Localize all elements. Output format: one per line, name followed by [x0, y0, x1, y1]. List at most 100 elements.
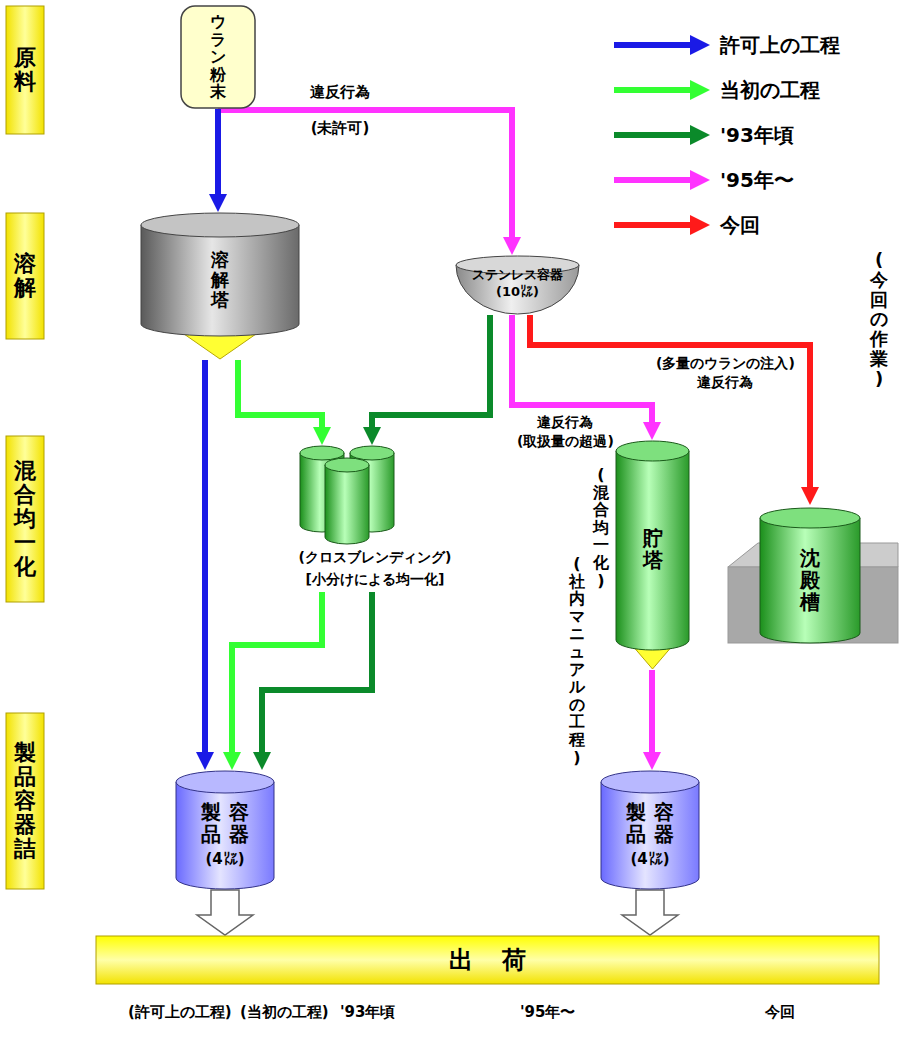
settling-tank: 沈殿槽	[728, 505, 898, 645]
node-outline	[600, 770, 700, 890]
text-stack: 混合均一化	[14, 459, 36, 580]
stage-band: 溶解	[5, 212, 45, 340]
hollow-arrow	[197, 890, 253, 935]
legend-swatch	[612, 212, 712, 238]
legend-text: 今回	[720, 212, 760, 238]
node-label: ステンレス容器 (10㍑)	[472, 267, 563, 301]
connector-line	[649, 670, 655, 758]
stage-band: 製品容器詰	[5, 712, 45, 890]
node-label: 製品容器	[201, 801, 249, 847]
text-stack: 溶解塔	[211, 250, 229, 309]
node-label: 混合均一化	[14, 459, 36, 580]
legend-row: 今回	[612, 212, 760, 238]
tank-top	[616, 441, 689, 461]
band-fill	[6, 713, 44, 889]
swatch-line	[614, 42, 692, 48]
cylinder-body	[325, 465, 369, 544]
node-outline	[175, 770, 275, 890]
connector-line	[512, 315, 652, 428]
column-caption: '95年〜	[520, 1003, 575, 1023]
swatch-head	[690, 215, 710, 235]
text-area: (クロスブレンディング)[小分けによる均一化]	[295, 546, 455, 590]
swatch-line	[614, 177, 692, 183]
swatch-head	[690, 170, 710, 190]
band-fill	[96, 936, 879, 984]
text-area: ステンレス容器 (10㍑)	[461, 261, 574, 307]
node-label: 溶解	[14, 252, 36, 300]
column-caption: '93年頃	[340, 1003, 395, 1023]
text-stack: 溶解	[14, 252, 36, 300]
material-box: ウラン粉末	[180, 5, 256, 109]
process-arrow	[223, 592, 322, 770]
connector-line	[262, 592, 372, 758]
swatch-line	[614, 87, 692, 93]
node-label: 出荷	[420, 944, 554, 976]
text-stack: 製品容器 (4㍑)	[201, 801, 249, 870]
legend-swatch	[612, 122, 712, 148]
violation-label: 違反行為 (取扱量の超過)	[517, 413, 614, 451]
swatch-head	[690, 80, 710, 100]
process-arrow	[197, 890, 253, 935]
cylinder-top	[325, 458, 369, 472]
funnel	[184, 334, 256, 359]
process-arrow	[363, 315, 490, 445]
swatch-head	[690, 125, 710, 145]
violation-label: (多量のウランの注入) 違反行為	[656, 354, 795, 392]
process-arrow	[196, 360, 214, 770]
node-label: (4㍑)	[205, 850, 244, 870]
text-area: 製品容器 (4㍑)	[604, 796, 696, 874]
legend-text: '93年頃	[720, 122, 794, 148]
container-top	[176, 771, 274, 793]
cylinder-top	[300, 446, 344, 460]
funnel	[635, 648, 671, 669]
text-area: 沈殿槽	[762, 531, 858, 629]
stage-band: 原料	[5, 5, 45, 135]
connector-line	[372, 315, 490, 433]
legend-row: '95年〜	[612, 167, 794, 193]
text-stack: 原料	[14, 46, 36, 94]
connector-line	[202, 360, 208, 758]
blending-cylinders: (クロスブレンディング)[小分けによる均一化]	[295, 445, 455, 592]
container-top	[601, 771, 699, 793]
text-area: 出荷	[99, 939, 876, 981]
swatch-line	[614, 222, 692, 228]
legend-text: 許可上の工程	[720, 32, 840, 58]
tank-body	[760, 518, 860, 643]
process-arrow	[238, 360, 331, 445]
text-stack: 貯塔	[643, 527, 663, 571]
node-label: (4㍑)	[630, 850, 669, 870]
stage-band: 混合均一化	[5, 435, 45, 603]
node-label: 製品容器詰	[14, 741, 36, 862]
process-arrow	[643, 670, 661, 770]
connector-line	[232, 592, 322, 758]
column-caption: (当初の工程)	[240, 1003, 329, 1023]
rounded-box	[181, 6, 255, 108]
node-label: 溶解塔	[211, 250, 229, 309]
side-note: (社内マニュアルの工程)	[569, 555, 585, 766]
process-arrow	[209, 109, 227, 212]
tower-body	[141, 225, 299, 336]
legend-text: 当初の工程	[720, 77, 820, 103]
text-area: 製品容器詰	[7, 718, 43, 884]
text-stack: ステンレス容器 (10㍑)	[472, 267, 563, 301]
cylinder-top	[350, 446, 394, 460]
swatch-head	[690, 35, 710, 55]
band-fill	[6, 6, 44, 134]
swatch-line	[614, 132, 692, 138]
tank-top	[760, 508, 860, 528]
storage-tower: 貯塔	[615, 440, 690, 670]
node-label: [小分けによる均一化]	[306, 570, 445, 588]
container-body	[176, 782, 274, 889]
dissolver-tower: 溶解塔	[140, 212, 300, 360]
column-caption: 今回	[765, 1003, 795, 1023]
node-label: 製品容器	[626, 801, 674, 847]
text-stack: 製品容器 (4㍑)	[626, 801, 674, 870]
text-area: 混合均一化	[7, 441, 43, 597]
product-container: 製品容器 (4㍑)	[600, 770, 700, 890]
node-label: 原料	[14, 46, 36, 94]
legend-swatch	[612, 167, 712, 193]
node-label: 貯塔	[643, 527, 663, 571]
process-arrow	[253, 592, 372, 770]
legend-swatch	[612, 32, 712, 58]
